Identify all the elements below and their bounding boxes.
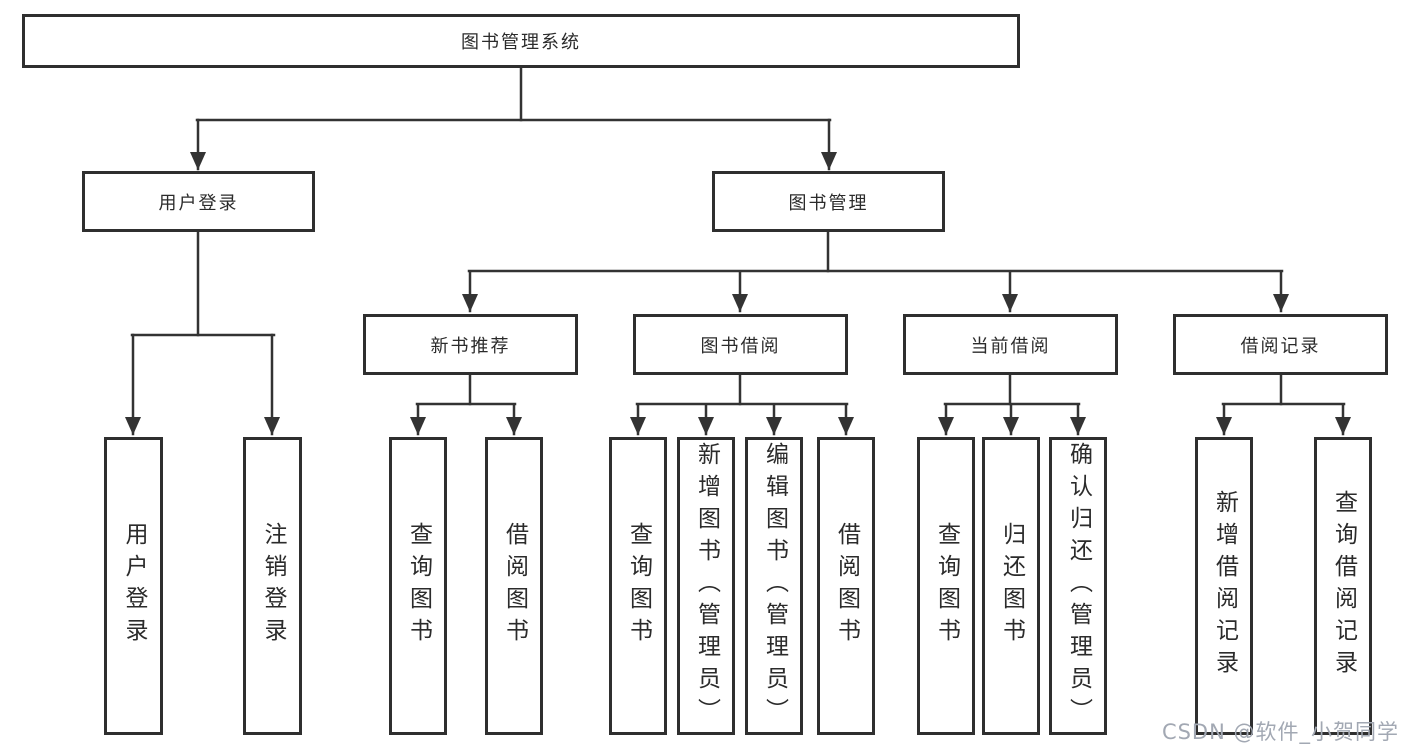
leaf-label: 查询图书 [933, 522, 960, 650]
leaf-label: 查询借阅记录 [1330, 490, 1357, 682]
leaf-add-borrow-record: 新增借阅记录 [1195, 437, 1253, 735]
csdn-watermark: CSDN @软件_小贺同学 [1161, 720, 1399, 744]
node-library-management-system: 图书管理系统 [22, 14, 1020, 68]
node-user-login: 用户登录 [82, 171, 315, 232]
leaf-label: 归还图书 [998, 522, 1025, 650]
node-label: 借阅记录 [1240, 335, 1321, 357]
leaf-label: 借阅图书 [833, 522, 860, 650]
leaf-label: 注销登录 [260, 522, 286, 650]
leaf-query-books-borrowing: 查询图书 [609, 437, 667, 735]
leaf-edit-book-admin: 编辑图书（管理员） [745, 437, 803, 735]
leaf-label: 用户登录 [121, 522, 147, 650]
node-label: 用户登录 [158, 192, 239, 214]
leaf-label: 借阅图书 [501, 522, 528, 650]
node-label: 图书管理 [788, 192, 869, 214]
node-current-borrowing: 当前借阅 [903, 314, 1118, 375]
leaf-label: 编辑图书（管理员） [761, 442, 788, 730]
node-borrowing-records: 借阅记录 [1173, 314, 1388, 375]
leaf-label: 新增图书（管理员） [693, 442, 720, 730]
leaf-query-books-current: 查询图书 [917, 437, 975, 735]
node-book-management: 图书管理 [712, 171, 945, 232]
leaf-label: 查询图书 [405, 522, 432, 650]
leaf-add-book-admin: 新增图书（管理员） [677, 437, 735, 735]
leaf-return-books: 归还图书 [982, 437, 1040, 735]
node-new-book-recommendation: 新书推荐 [363, 314, 578, 375]
node-label: 新书推荐 [430, 335, 511, 357]
leaf-user-login: 用户登录 [104, 437, 163, 735]
leaf-query-borrow-record: 查询借阅记录 [1314, 437, 1372, 735]
leaf-borrow-books-recommend: 借阅图书 [485, 437, 543, 735]
leaf-borrow-books-borrowing: 借阅图书 [817, 437, 875, 735]
leaf-logout: 注销登录 [243, 437, 302, 735]
node-book-borrowing: 图书借阅 [633, 314, 848, 375]
leaf-label: 新增借阅记录 [1211, 490, 1238, 682]
leaf-label: 确认归还（管理员） [1065, 442, 1092, 730]
leaf-query-books-recommend: 查询图书 [389, 437, 447, 735]
node-label: 图书管理系统 [461, 32, 581, 53]
node-label: 图书借阅 [700, 335, 781, 357]
node-label: 当前借阅 [970, 335, 1051, 357]
leaf-label: 查询图书 [625, 522, 652, 650]
leaf-confirm-return-admin: 确认归还（管理员） [1049, 437, 1107, 735]
